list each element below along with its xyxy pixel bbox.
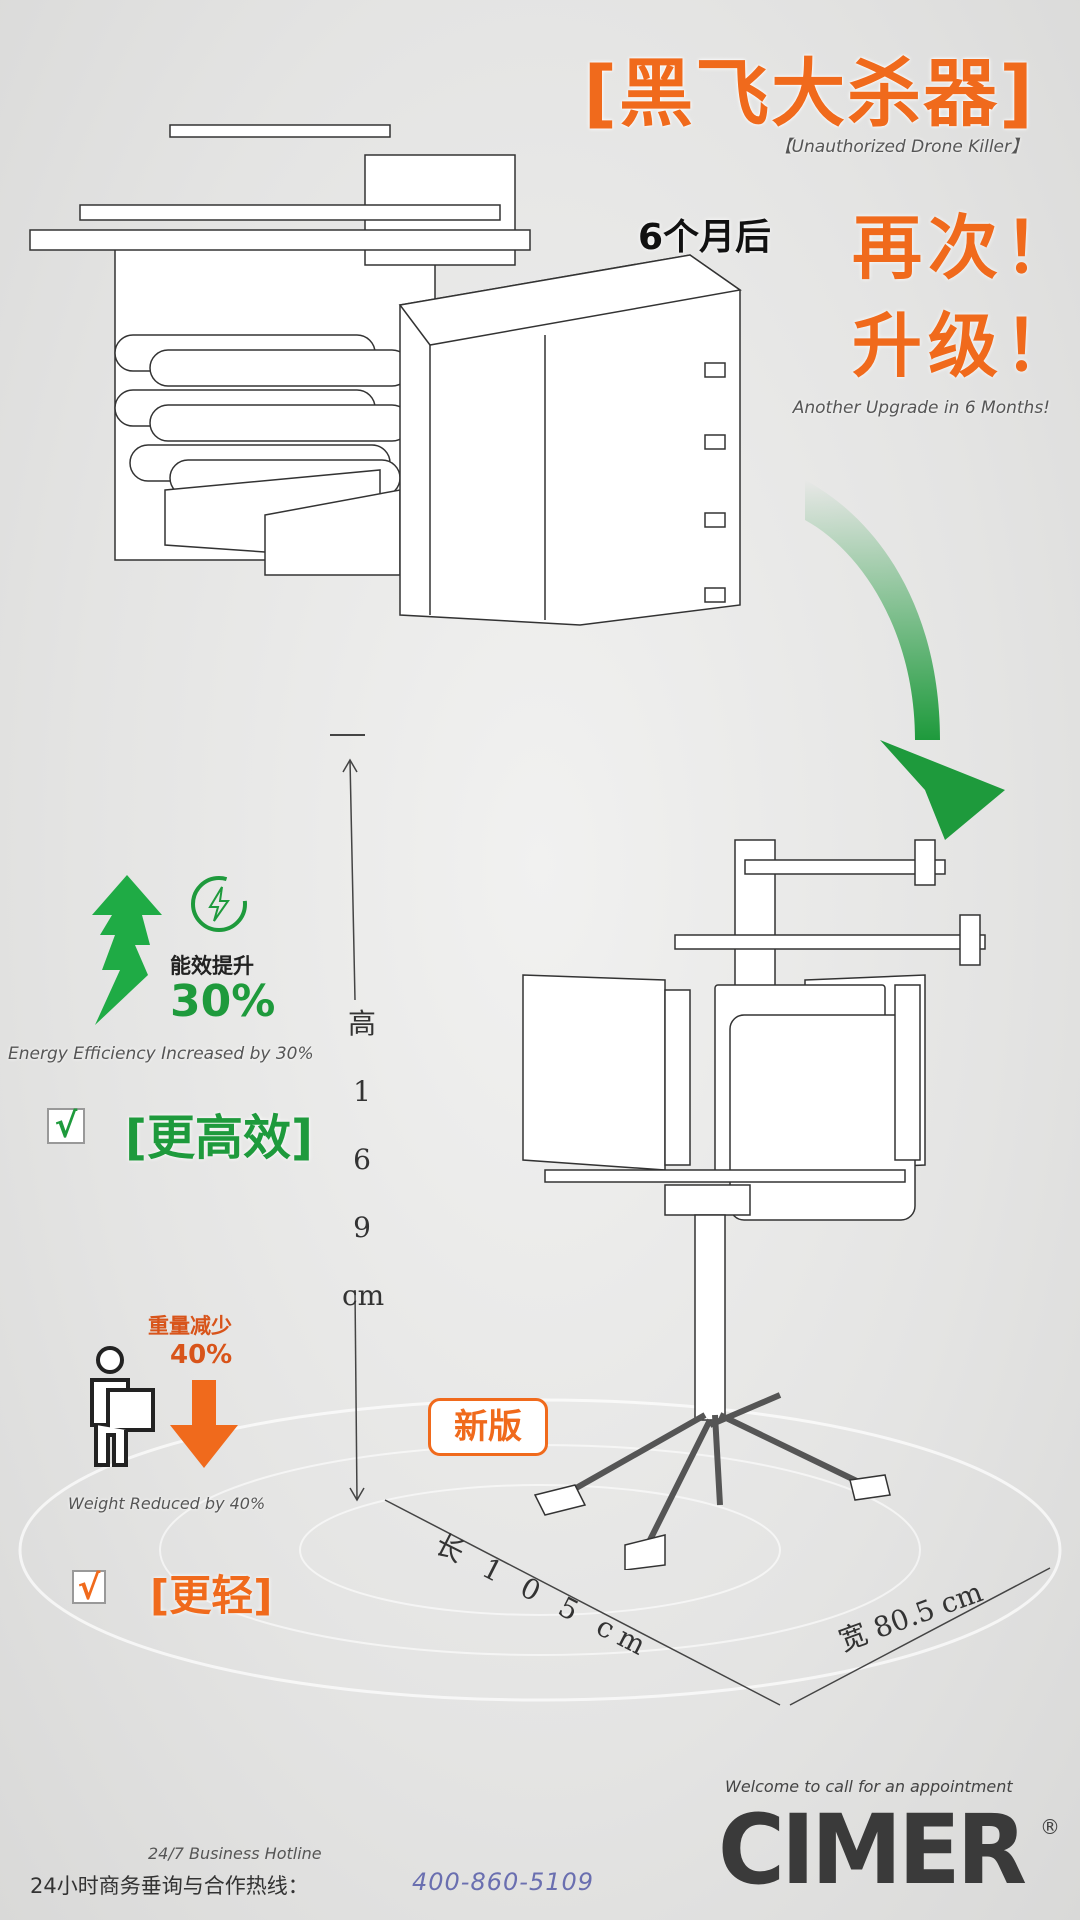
months-label: 6个月后 <box>638 217 772 258</box>
height-label: 高 1 6 9 cm <box>342 990 385 1330</box>
brand-logo: CIMER <box>718 1794 1027 1906</box>
hotline-cn: 24小时商务垂询与合作热线： <box>30 1874 309 1898</box>
height-char: cm <box>342 1279 385 1312</box>
curved-arrow-icon <box>805 480 1005 840</box>
down-arrow-icon <box>170 1380 238 1468</box>
new-version-badge: 新版 <box>428 1398 548 1456</box>
lighter-label: [更轻] <box>150 1571 273 1620</box>
weight-value: 40% <box>170 1340 233 1370</box>
hotline-en: 24/7 Business Hotline <box>148 1844 322 1863</box>
headline-upgrade: 升级！ <box>852 305 1080 387</box>
person-carrying-box-icon <box>90 1346 155 1467</box>
height-char: 9 <box>353 1211 371 1244</box>
new-device-illustration <box>522 839 986 1570</box>
energy-caption: Energy Efficiency Increased by 30% <box>8 1044 314 1064</box>
product-subtitle: 【Unauthorized Drone Killer】 <box>774 137 1028 157</box>
old-device-illustration <box>29 124 742 626</box>
energy-value: 30% <box>170 976 276 1027</box>
height-char: 高 <box>347 1007 376 1040</box>
height-char: 6 <box>353 1143 371 1176</box>
height-char: 1 <box>353 1075 371 1108</box>
phone-number: 400-860-5109 <box>412 1868 595 1896</box>
headline-caption: Another Upgrade in 6 Months! <box>792 398 1050 418</box>
weight-caption: Weight Reduced by 40% <box>68 1494 266 1513</box>
height-dimension-line <box>330 734 365 1502</box>
welcome-text: Welcome to call for an appointment <box>725 1777 1013 1796</box>
registered-mark: ® <box>1040 1815 1060 1839</box>
weight-label: 重量减少 <box>148 1314 232 1338</box>
length-width-dimension-lines <box>384 1499 1051 1706</box>
energy-cycle-icon <box>191 876 247 932</box>
lighter-checkbox: √ <box>72 1570 106 1605</box>
energy-bolt-arrow-icon <box>92 875 162 1025</box>
energy-label: 能效提升 <box>170 954 254 978</box>
product-title: [黑飞大杀器] <box>583 51 1035 137</box>
efficient-checkbox: √ <box>47 1108 85 1144</box>
headline-again: 再次！ <box>852 207 1080 289</box>
efficient-label: [更高效] <box>125 1110 313 1166</box>
